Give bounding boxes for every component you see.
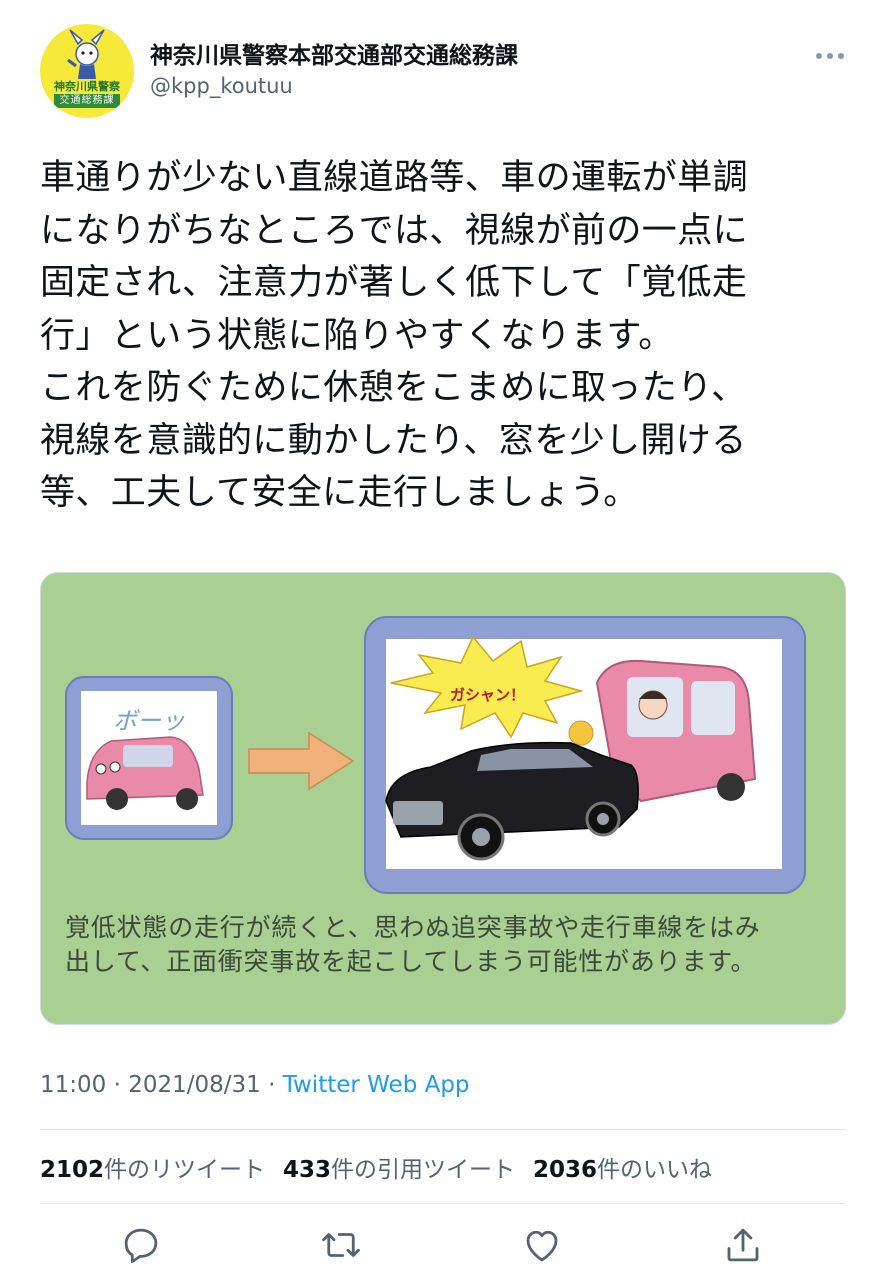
share-icon <box>727 1228 759 1262</box>
meta-separator: · <box>260 1072 283 1098</box>
retweets-count: 2102 <box>40 1157 105 1183</box>
sfx-text: ボーッ <box>113 707 185 735</box>
like-button[interactable] <box>517 1220 567 1270</box>
tweet-stats: 2102件のリツイート 433件の引用ツイート 2036件のいいね <box>40 1150 712 1184</box>
avatar-text-1: 神奈川県警察 <box>54 80 120 93</box>
likes-label: 件のいいね <box>597 1157 713 1183</box>
tweet-time[interactable]: 11:00 <box>40 1072 107 1098</box>
retweet-button[interactable] <box>316 1220 366 1270</box>
more-dot <box>827 53 833 59</box>
likes-count: 2036 <box>533 1157 598 1183</box>
display-name[interactable]: 神奈川県警察本部交通部交通総務課 <box>150 43 518 69</box>
tweet-header: 神奈川県警察 交通総務課 神奈川県警察本部交通部交通総務課 @kpp_koutu… <box>40 24 850 120</box>
meta-separator: · <box>106 1072 129 1098</box>
more-dot <box>838 53 844 59</box>
retweets-label: 件のリツイート <box>104 1157 266 1183</box>
heart-icon <box>526 1230 558 1262</box>
retweet-icon <box>322 1233 360 1257</box>
reply-icon <box>124 1228 158 1264</box>
tweet-meta: 11:00 · 2021/08/31 · Twitter Web App <box>40 1072 470 1098</box>
illustration <box>65 616 806 894</box>
avatar-text-2: 交通総務課 <box>54 94 120 108</box>
crash-bubble-text: ガシャン！ <box>450 686 526 704</box>
retweets-stat[interactable]: 2102件のリツイート <box>40 1157 265 1183</box>
share-button[interactable] <box>718 1220 768 1270</box>
user-handle[interactable]: @kpp_koutuu <box>150 74 293 98</box>
divider <box>40 1203 846 1204</box>
divider <box>40 1129 846 1130</box>
quotes-label: 件の引用ツイート <box>331 1157 516 1183</box>
tweet-text: 車通りが少ない直線道路等、車の運転が単調 になりがちなところでは、視線が前の一点… <box>40 158 749 513</box>
source-app-link[interactable]: Twitter Web App <box>282 1072 470 1098</box>
more-icon[interactable] <box>810 44 850 68</box>
quotes-stat[interactable]: 433件の引用ツイート <box>283 1157 515 1183</box>
image-caption: 覚低状態の走行が続くと、思わぬ追突事故や走行車線をはみ 出して、正面衝突事故を起… <box>65 913 761 976</box>
tweet-date[interactable]: 2021/08/31 <box>128 1072 261 1098</box>
quotes-count: 433 <box>283 1157 332 1183</box>
likes-stat[interactable]: 2036件のいいね <box>533 1157 712 1183</box>
avatar[interactable]: 神奈川県警察 交通総務課 <box>40 24 134 118</box>
more-dot <box>816 53 822 59</box>
tweet-image[interactable]: ボーッ 覚低状態の走行が続くと、思わぬ追突事故や走行車線をはみ 出して、正面衝突… <box>40 572 846 1025</box>
reply-button[interactable] <box>116 1220 166 1270</box>
mascot-icon <box>67 29 105 79</box>
action-bar <box>40 1220 846 1270</box>
